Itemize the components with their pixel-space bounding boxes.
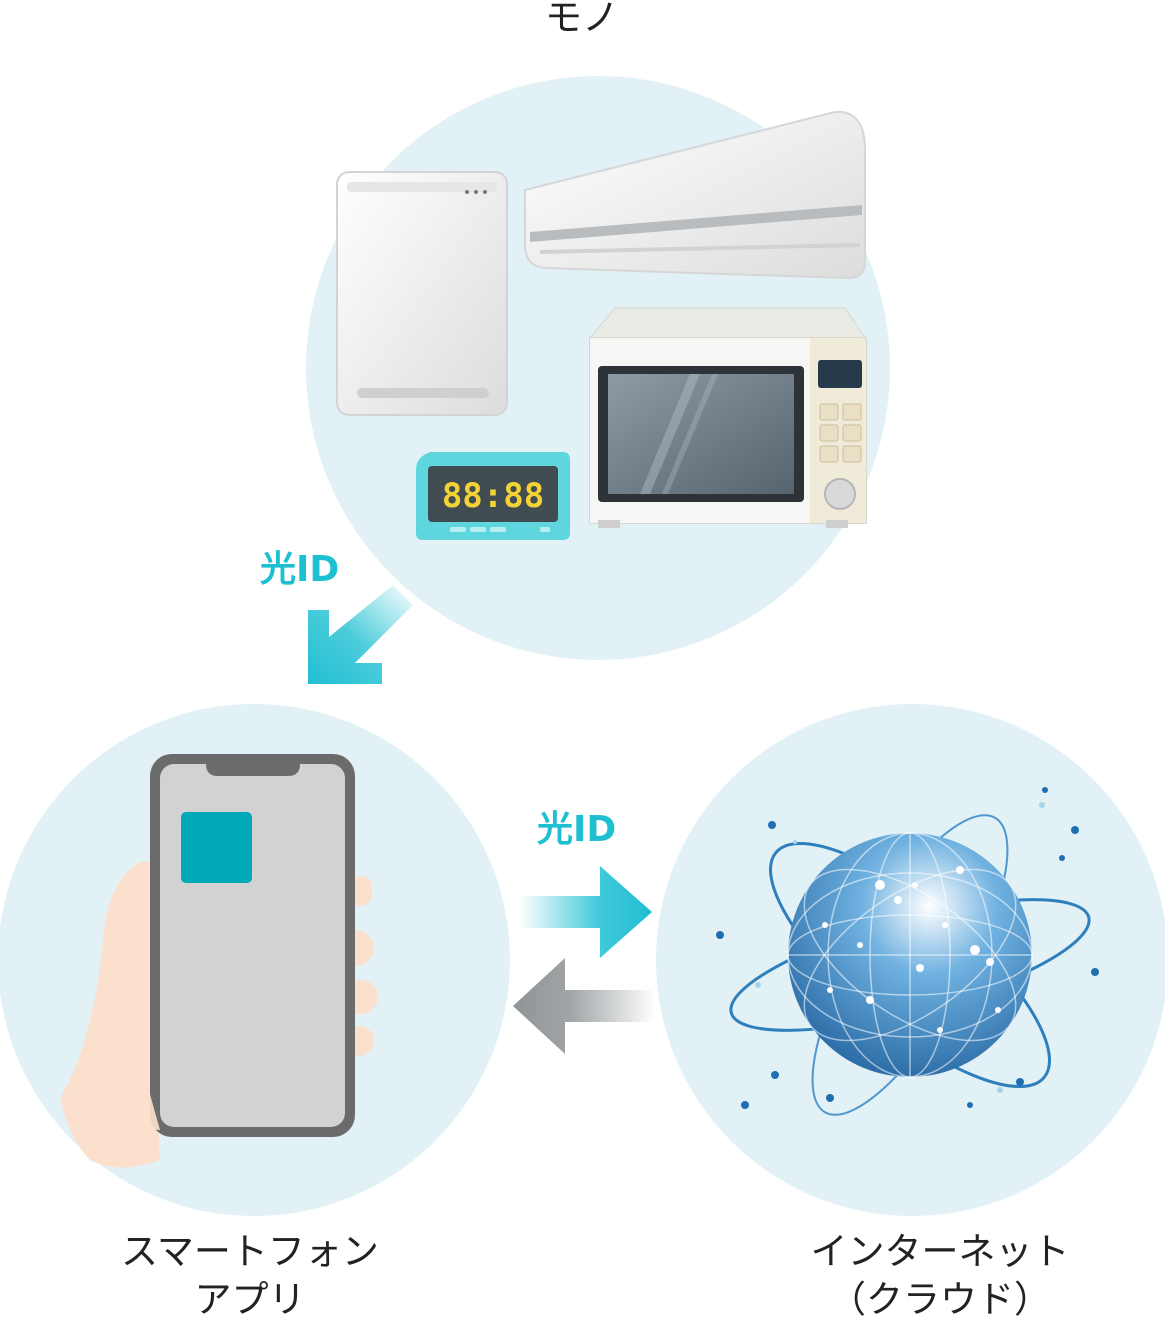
app-square-icon <box>181 812 252 883</box>
smartphone-icon <box>150 754 355 1137</box>
smartphone-label-line1: スマートフォン <box>121 1230 379 1273</box>
digital-clock-icon <box>416 452 570 540</box>
air-purifier-icon <box>336 171 508 416</box>
smartphone-label-line2: アプリ <box>194 1278 306 1322</box>
microwave-oven-icon <box>588 307 867 528</box>
smartphone-label: スマートフォン アプリ <box>60 1228 440 1324</box>
arrow-things-to-phone <box>308 585 413 684</box>
arrow-internet-to-phone <box>513 958 655 1054</box>
air-conditioner-icon <box>524 110 866 280</box>
globe-icon <box>716 787 1099 1116</box>
internet-label-line2: （クラウド） <box>829 1278 1051 1322</box>
internet-label: インターネット （クラウド） <box>745 1228 1135 1324</box>
internet-label-line1: インターネット <box>810 1230 1070 1273</box>
edge-label-phone-to-internet: 光ID <box>537 809 617 850</box>
clock-display: 88:88 <box>442 476 544 516</box>
arrow-phone-to-internet <box>520 866 652 958</box>
edge-label-things-to-phone: 光ID <box>260 549 340 590</box>
things-label: モノ <box>545 0 619 39</box>
